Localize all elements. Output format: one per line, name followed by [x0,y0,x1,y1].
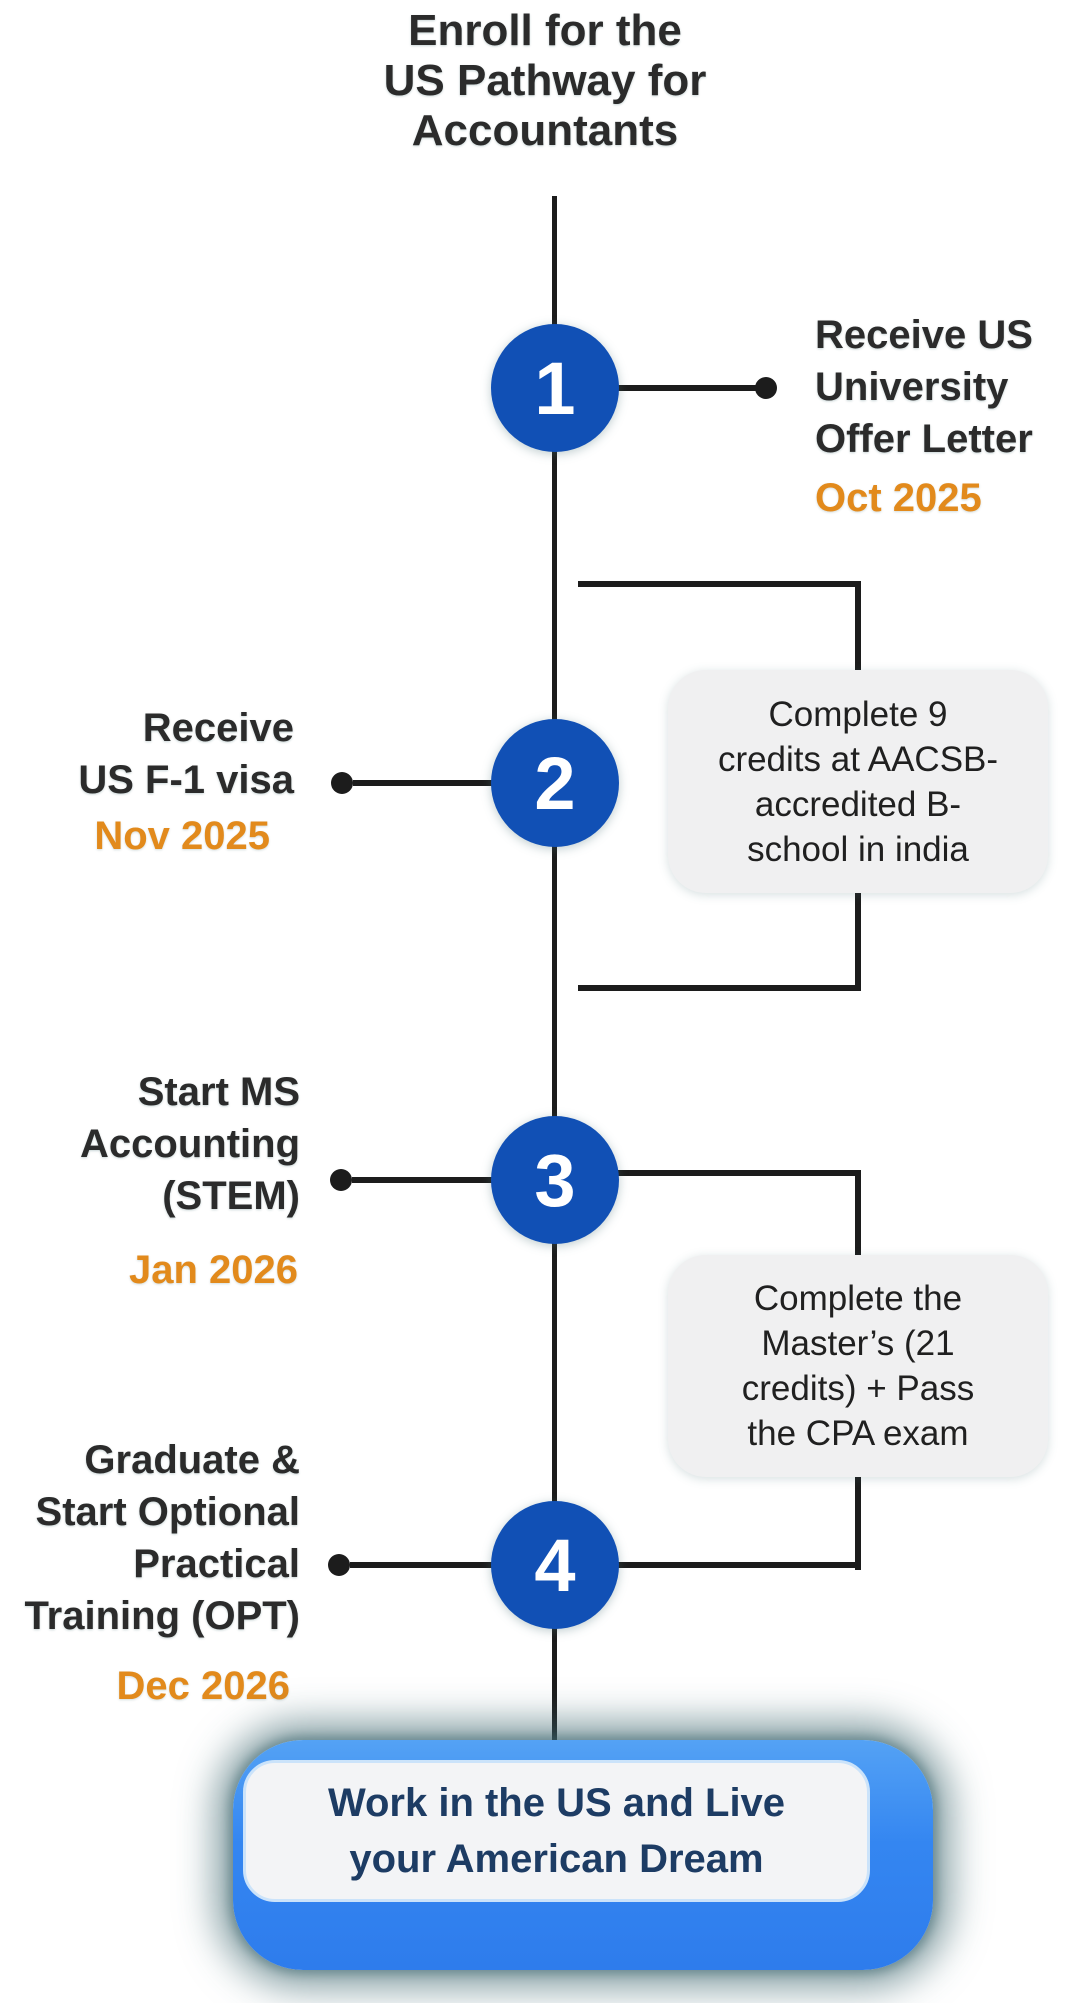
callout-card-masters-text: Complete the Master’s (21 credits) + Pas… [741,1279,975,1453]
step1-label: Receive US University Offer Letter [815,313,1033,461]
step3-number-circle: 3 [491,1116,619,1244]
page-title: Enroll for the US Pathway for Accountant… [383,6,707,155]
step4-number-circle: 4 [491,1501,619,1629]
step2-date: Nov 2025 [94,814,270,858]
step4-number: 4 [534,1523,576,1607]
step4-connector-line [350,1562,493,1568]
step1-connector-line [618,385,766,391]
outcome-text: Work in the US and Live your American Dr… [327,1781,786,1881]
callout-card-credits: Complete 9 credits at AACSB- accredited … [668,670,1048,893]
step3-label: Start MS Accounting (STEM) [80,1070,300,1218]
step3-connector-dot [330,1169,352,1191]
outcome-card: Work in the US and Live your American Dr… [243,1760,870,1902]
step1-connector-dot [755,377,777,399]
step4-connector-dot [328,1554,350,1576]
step4-date: Dec 2026 [116,1664,290,1708]
step2-number-circle: 2 [491,719,619,847]
step3-date: Jan 2026 [128,1248,298,1292]
step1-number-circle: 1 [491,324,619,452]
bracket1-top-line [578,581,860,587]
step4-label: Graduate & Start Optional Practical Trai… [24,1438,300,1638]
step2-connector-dot [331,772,353,794]
step3-number: 3 [534,1138,576,1222]
outcome-box: Work in the US and Live your American Dr… [233,1740,933,1970]
step1-date: Oct 2025 [815,476,982,520]
bracket2-bottom-line [617,1562,859,1568]
bracket1-bottom-line [578,985,861,991]
step1-number: 1 [534,346,576,430]
step3-connector-line [352,1177,493,1183]
step2-label: Receive US F-1 visa [78,706,294,802]
callout-card-credits-text: Complete 9 credits at AACSB- accredited … [717,694,999,869]
bracket2-top-line [617,1170,859,1176]
callout-card-masters: Complete the Master’s (21 credits) + Pas… [668,1255,1048,1477]
timeline-main-line [552,196,557,1742]
step2-number: 2 [534,741,576,825]
step2-connector-line [353,780,493,786]
